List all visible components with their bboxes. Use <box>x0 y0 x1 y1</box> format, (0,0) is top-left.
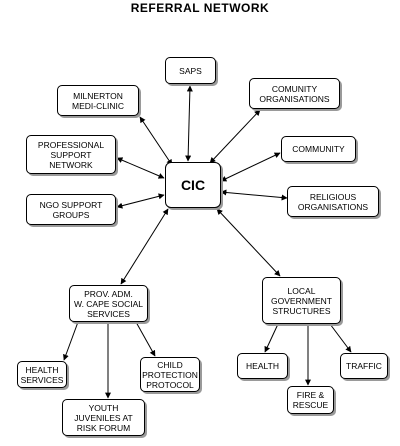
diagram-title: REFERRAL NETWORK <box>130 1 270 15</box>
node-ngo-support-groups: NGO SUPPORT GROUPS <box>26 194 116 225</box>
node-community: COMMUNITY <box>281 136 356 162</box>
link-cic-ngo <box>116 193 165 209</box>
node-prov-adm-social-services: PROV. ADM. W. CAPE SOCIAL SERVICES <box>69 285 148 322</box>
node-child-protection-protocol: CHILD PROTECTION PROTOCOL <box>140 357 200 392</box>
node-youth-juveniles-forum: YOUTH JUVENILES AT RISK FORUM <box>62 399 145 436</box>
link-local-health <box>264 323 279 353</box>
node-health: HEALTH <box>237 353 288 379</box>
node-local-government-structures: LOCAL GOVERNMENT STRUCTURES <box>262 277 341 324</box>
node-religious-organisations: RELIGIOUS ORGANISATIONS <box>287 186 379 217</box>
node-health-services: HEALTH SERVICES <box>17 361 67 388</box>
node-professional-support-network: PROFESSIONAL SUPPORT NETWORK <box>26 135 116 174</box>
link-cic-local-gov <box>216 208 281 277</box>
link-cic-professional <box>116 157 165 179</box>
node-milnerton-medi-clinic: MILNERTON MEDI-CLINIC <box>57 85 139 116</box>
node-cic: CIC <box>165 162 221 208</box>
link-cic-comunity-orgs <box>209 109 261 164</box>
link-cic-religious <box>220 189 288 201</box>
node-saps: SAPS <box>165 57 216 84</box>
link-prov-health-services <box>63 321 79 361</box>
node-fire-rescue: FIRE & RESCUE <box>287 386 334 414</box>
node-traffic: TRAFFIC <box>340 353 388 379</box>
link-prov-child-protection <box>135 321 156 357</box>
node-comunity-organisations: COMUNITY ORGANISATIONS <box>249 78 340 109</box>
link-local-traffic <box>329 323 352 353</box>
link-cic-community <box>220 152 281 182</box>
link-cic-saps <box>185 85 193 162</box>
link-cic-milnerton <box>139 116 173 166</box>
link-cic-prov-adm <box>120 208 169 285</box>
